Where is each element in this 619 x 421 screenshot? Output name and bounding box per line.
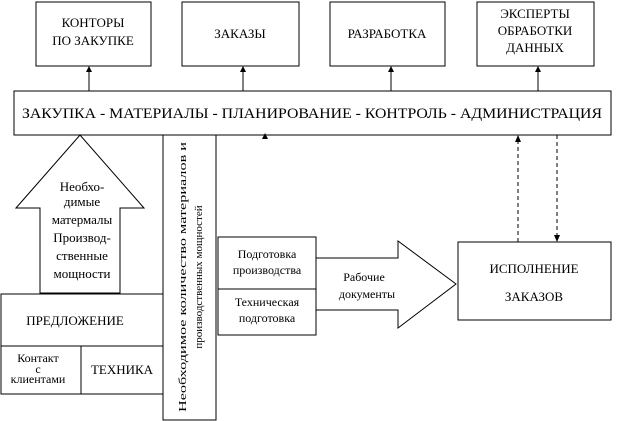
offer-title: ПРЕДЛОЖЕНИЕ [26, 313, 124, 328]
technique-frame [80, 345, 164, 395]
dashed-feedback-up [515, 135, 521, 242]
orders-label: ЗАКАЗЫ [214, 26, 266, 41]
right-arrow-line-1: Рабочие [343, 270, 385, 284]
box-data-experts: ЭКСПЕРТЫ ОБРАБОТКИ ДАННЫХ [476, 1, 595, 67]
up-arrow-line-3: матермалы [52, 212, 113, 227]
contact-clients-line-1: Контакт [17, 351, 59, 365]
data-experts-line-1: ЭКСПЕРТЫ [500, 6, 570, 21]
main-bar-label: ЗАКУПКА - МАТЕРИАЛЫ - ПЛАНИРОВАНИЕ - КОН… [22, 106, 602, 122]
vertical-needs-line-2: производственных мощностей [193, 205, 205, 348]
arrow-to-development [388, 66, 394, 91]
arrow-to-orders [240, 66, 246, 91]
box-purchasing-offices-frame [35, 1, 152, 67]
data-experts-line-2: ОБРАБОТКИ [498, 23, 573, 38]
prep-technical-frame [217, 288, 317, 336]
prep-technical-line-1: Техническая [235, 295, 300, 309]
prep-production-frame [217, 236, 317, 290]
box-orders-frame [181, 1, 300, 67]
box-data-experts-frame [476, 1, 595, 67]
prep-production-line-1: Подготовка [238, 247, 297, 261]
purchasing-offices-line-1: КОНТОРЫ [62, 15, 125, 30]
arrow-to-data-experts [535, 66, 541, 91]
contact-clients-frame [0, 345, 82, 395]
technique-label: ТЕХНИКА [91, 362, 154, 377]
execution-line-1: ИСПОЛНЕНИЕ [489, 261, 578, 276]
execution-frame [457, 241, 612, 321]
vertical-needs-line-1: Необходимое количество материалов и [177, 142, 189, 412]
contact-clients-line-3: клиентами [11, 372, 66, 386]
dashed-instruction-down [554, 135, 560, 242]
execution-line-2: ЗАКАЗОВ [505, 289, 564, 304]
box-purchasing-offices: КОНТОРЫ ПО ЗАКУПКЕ [35, 1, 152, 67]
up-arrow-line-1: Необхо- [60, 179, 105, 194]
up-arrow-line-5: ственные [56, 248, 108, 263]
up-arrow-line-6: мощности [54, 266, 111, 281]
offer-block: ПРЕДЛОЖЕНИЕ Контакт с клиентами ТЕХНИКА [0, 293, 164, 395]
main-bar: ЗАКУПКА - МАТЕРИАЛЫ - ПЛАНИРОВАНИЕ - КОН… [13, 90, 612, 136]
contact-clients-line-2: с [35, 362, 40, 376]
up-arrow-shape [14, 134, 146, 294]
right-arrow-work-documents: Рабочие документы [315, 240, 457, 330]
right-arrow-line-2: документы [339, 287, 395, 301]
main-bar-frame [13, 90, 612, 136]
up-arrow-line-2: димые [64, 194, 101, 209]
prep-production-box: Подготовка производства [217, 236, 317, 290]
right-arrow-shape [315, 240, 457, 330]
up-arrow-needed-resources: Необхо- димые матермалы Производ- ственн… [14, 134, 146, 294]
prep-technical-line-2: подготовка [239, 311, 296, 325]
up-arrow-line-4: Производ- [53, 230, 111, 245]
box-development: РАЗРАБОТКА [329, 1, 446, 67]
box-orders: ЗАКАЗЫ [181, 1, 300, 67]
box-development-frame [329, 1, 446, 67]
development-label: РАЗРАБОТКА [348, 26, 427, 41]
arrow-to-purchasing-offices [86, 66, 92, 91]
vertical-needs-box: Необходимое количество материалов и прои… [162, 134, 217, 421]
purchasing-offices-line-2: ПО ЗАКУПКЕ [52, 33, 134, 48]
prep-production-line-2: производства [233, 263, 302, 277]
vertical-needs-frame [162, 134, 217, 421]
main-bar-incoming-arrowhead [262, 133, 268, 139]
prep-technical-box: Техническая подготовка [217, 288, 317, 336]
data-experts-line-3: ДАННЫХ [506, 40, 564, 55]
execution-box: ИСПОЛНЕНИЕ ЗАКАЗОВ [457, 241, 612, 321]
